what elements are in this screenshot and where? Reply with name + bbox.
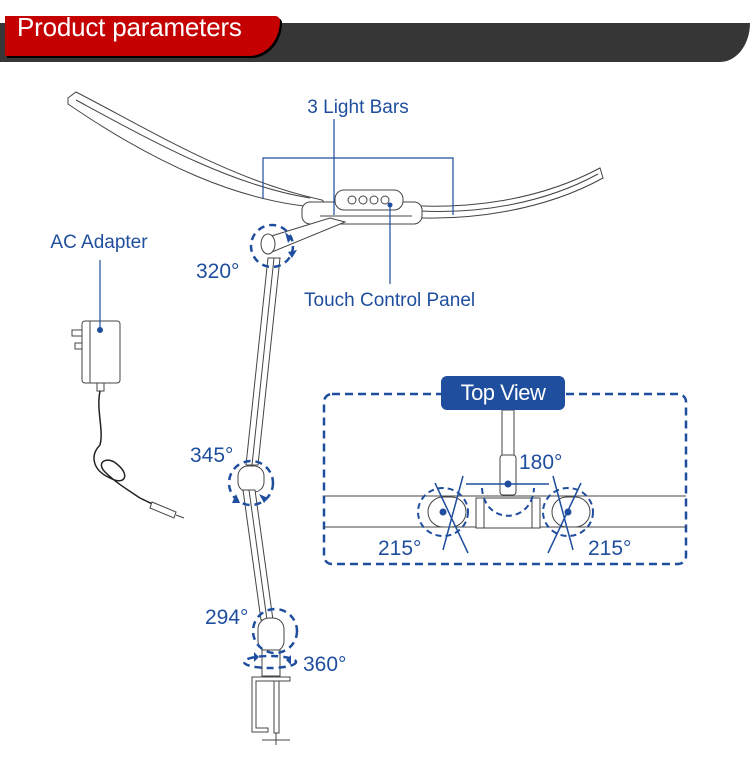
angle-top-right: 215° xyxy=(588,537,631,560)
section-title: Product parameters xyxy=(17,12,242,42)
light-bars-label: 3 Light Bars xyxy=(307,97,408,118)
middle-joint-rotation xyxy=(227,459,275,507)
light-bar-left xyxy=(67,91,332,209)
auto-button-icon xyxy=(380,195,390,205)
angle-head-joint: 320° xyxy=(196,260,239,283)
mode-button-icon xyxy=(358,195,368,205)
adapter-cable xyxy=(93,390,161,509)
angle-base-rotation: 360° xyxy=(303,653,346,676)
middle-joint xyxy=(237,465,265,493)
top-view-rotations xyxy=(417,487,594,537)
light-bars-callout xyxy=(262,119,454,215)
angle-lower-joint: 294° xyxy=(205,606,248,629)
lower-arm xyxy=(242,489,274,621)
top-view-label: Top View xyxy=(441,376,565,410)
ac-adapter-label: AC Adapter xyxy=(50,232,148,253)
head-joint-rotation xyxy=(249,223,295,269)
dc-plug xyxy=(149,501,185,519)
brightness-button-icon xyxy=(369,195,379,205)
lower-joint-rotation xyxy=(251,607,299,655)
base-rotation xyxy=(242,654,298,670)
center-housing xyxy=(301,189,423,225)
upper-arm xyxy=(245,257,281,466)
angle-top-center: 180° xyxy=(519,451,562,474)
ac-adapter xyxy=(71,320,121,392)
power-button-icon xyxy=(347,195,357,205)
top-view-dots xyxy=(439,480,572,516)
rotation-indicators xyxy=(227,223,299,670)
header-red-tab: Product parameters xyxy=(5,12,280,56)
touch-panel-label: Touch Control Panel xyxy=(304,290,475,311)
top-view-lamp xyxy=(324,409,686,529)
rotation-arrowheads xyxy=(232,232,297,665)
angle-top-left: 215° xyxy=(378,537,421,560)
angle-middle-joint: 345° xyxy=(190,444,233,467)
touch-control-buttons xyxy=(347,195,390,205)
light-bar-right xyxy=(399,167,604,219)
desk-clamp xyxy=(251,676,291,745)
head-connector-arm xyxy=(260,217,347,255)
section-header: Product parameters xyxy=(0,12,750,62)
touch-panel-callout xyxy=(387,202,393,284)
